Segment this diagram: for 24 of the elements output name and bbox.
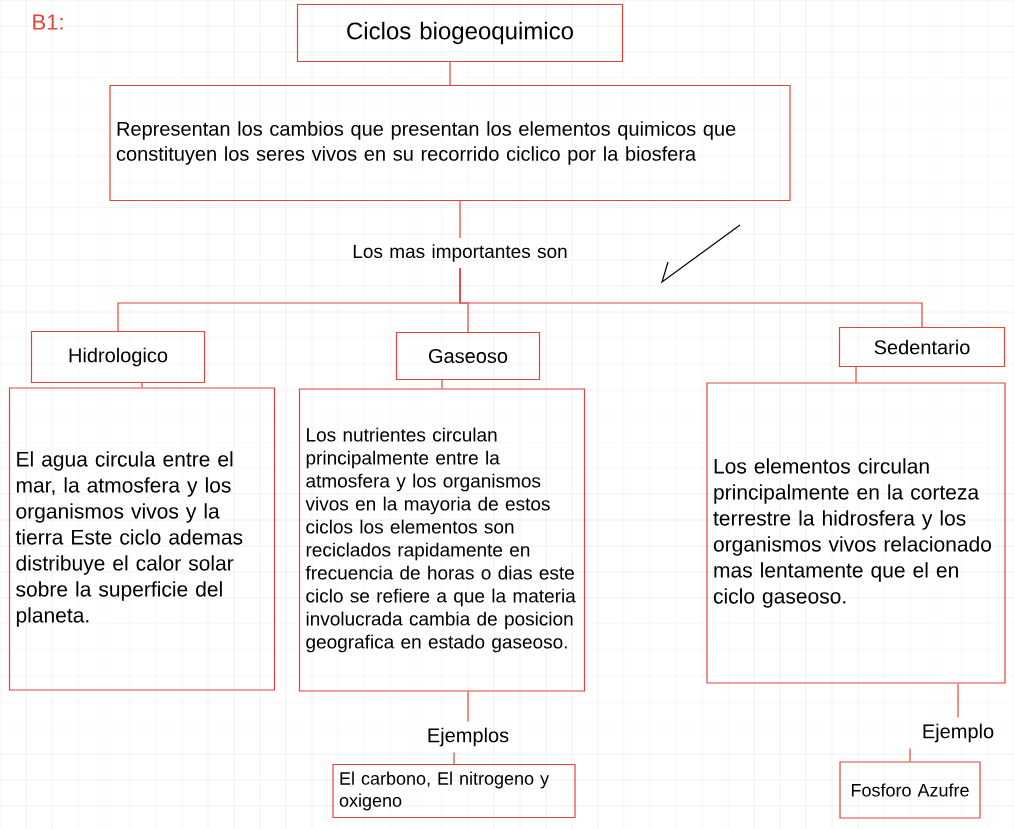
- definition-box: Representan los cambios que presentan los elementos quimicos que constituyen los seres vivos en su recorrido ciclico por la biosfera: [109, 84, 791, 202]
- connector-text: Ejemplos: [428, 727, 509, 747]
- connector-line: [449, 61, 451, 86]
- category-box: Gaseoso: [395, 331, 541, 381]
- category-box: Sedentario: [838, 326, 1006, 368]
- page-label: B1:: [33, 14, 63, 30]
- category-box: Hidrologico: [30, 330, 206, 384]
- connector-line: [441, 379, 443, 389]
- description-box: Los elementos circulan principalmente en la corteza terrestre la hidrosfera y los organismos vivos relacionado mas lentamente que el en ciclo gaseoso.: [706, 382, 1006, 684]
- description-box: El agua circula entre el mar, la atmosfera y los organismos vivos y la tierra Este ciclo ademas distribuye el calor solar sobre la superficie del planeta.: [8, 387, 276, 691]
- connector-line: [459, 267, 923, 328]
- connector-line: [467, 691, 469, 723]
- connector-line: [459, 200, 461, 239]
- connector-text: Los mas importantes son: [353, 244, 567, 262]
- connector-line: [957, 683, 959, 719]
- connector-line: [453, 751, 455, 765]
- example-box: Fosforo Azufre: [839, 761, 981, 819]
- example-box: El carbono, El nitrogeno y oxigeno: [332, 763, 576, 819]
- connector-line: [909, 747, 911, 762]
- connector-line: [141, 382, 143, 388]
- title-box: Ciclos biogeoquimico: [296, 3, 624, 63]
- connector-text: Ejemplo: [923, 723, 994, 743]
- connector-line: [855, 366, 857, 383]
- description-box: Los nutrientes circulan principalmente entre la atmosfera y los organismos vivos en la mayoria de estos ciclos los elementos son reciclados rapidamente en frecuencia de horas o dias este ciclo se refiere a que la materia involucrada cambia de posicion geografica en estado gaseoso.: [298, 388, 586, 692]
